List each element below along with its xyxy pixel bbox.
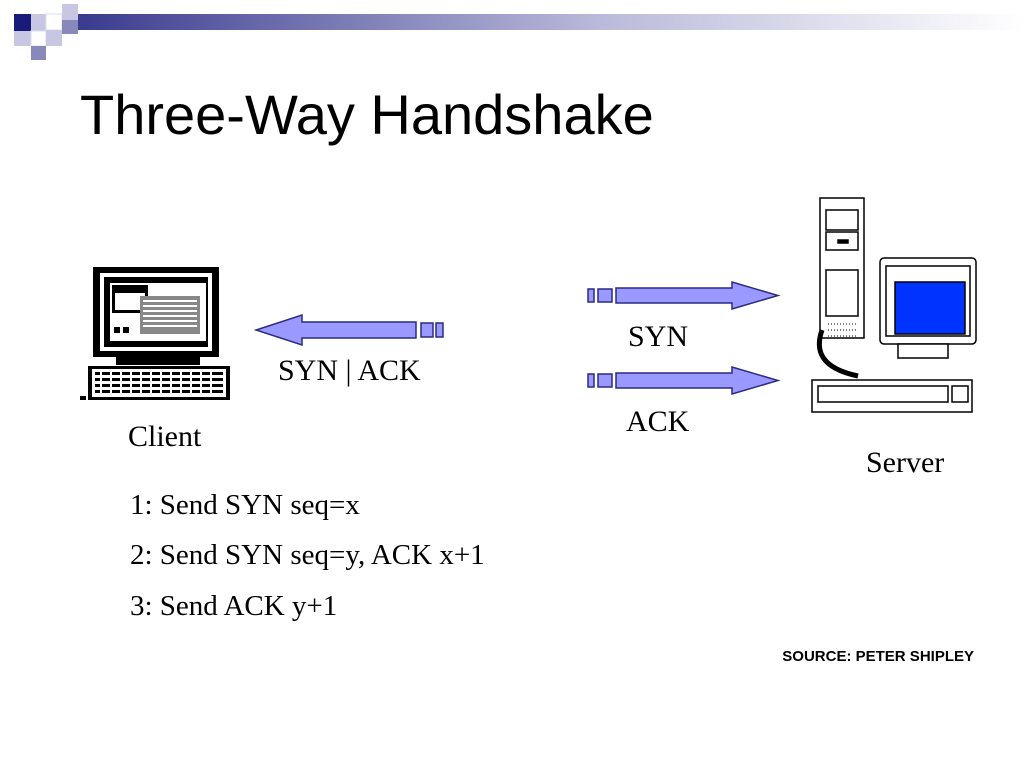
server-computer-icon <box>811 197 977 413</box>
header-square <box>45 13 63 31</box>
arrow-ack <box>587 365 781 396</box>
header-square <box>62 20 78 34</box>
source-credit: SOURCE: PETER SHIPLEY <box>782 648 974 665</box>
message-label-syn: SYN <box>628 320 689 353</box>
header-square <box>62 4 78 20</box>
arrow-syn-ack <box>253 313 444 347</box>
server-label: Server <box>866 446 945 479</box>
step-2: 2: Send SYN seq=y, ACK x+1 <box>130 539 485 571</box>
header-decoration <box>14 4 1024 60</box>
slide-title: Three-Way Handshake <box>80 83 654 146</box>
header-gradient-bar <box>78 14 1024 30</box>
header-square <box>14 31 31 46</box>
header-square <box>31 46 46 60</box>
header-square <box>46 30 62 46</box>
client-label: Client <box>128 420 202 453</box>
message-label-ack: ACK <box>626 405 690 438</box>
header-square <box>14 14 31 31</box>
step-3: 3: Send ACK y+1 <box>130 590 338 622</box>
arrow-syn <box>587 280 781 311</box>
header-square <box>31 14 46 31</box>
step-1: 1: Send SYN seq=x <box>130 489 360 521</box>
desktop-computer-icon <box>80 267 230 400</box>
message-label-syn-ack: SYN | ACK <box>278 354 421 387</box>
header-square <box>30 30 47 47</box>
